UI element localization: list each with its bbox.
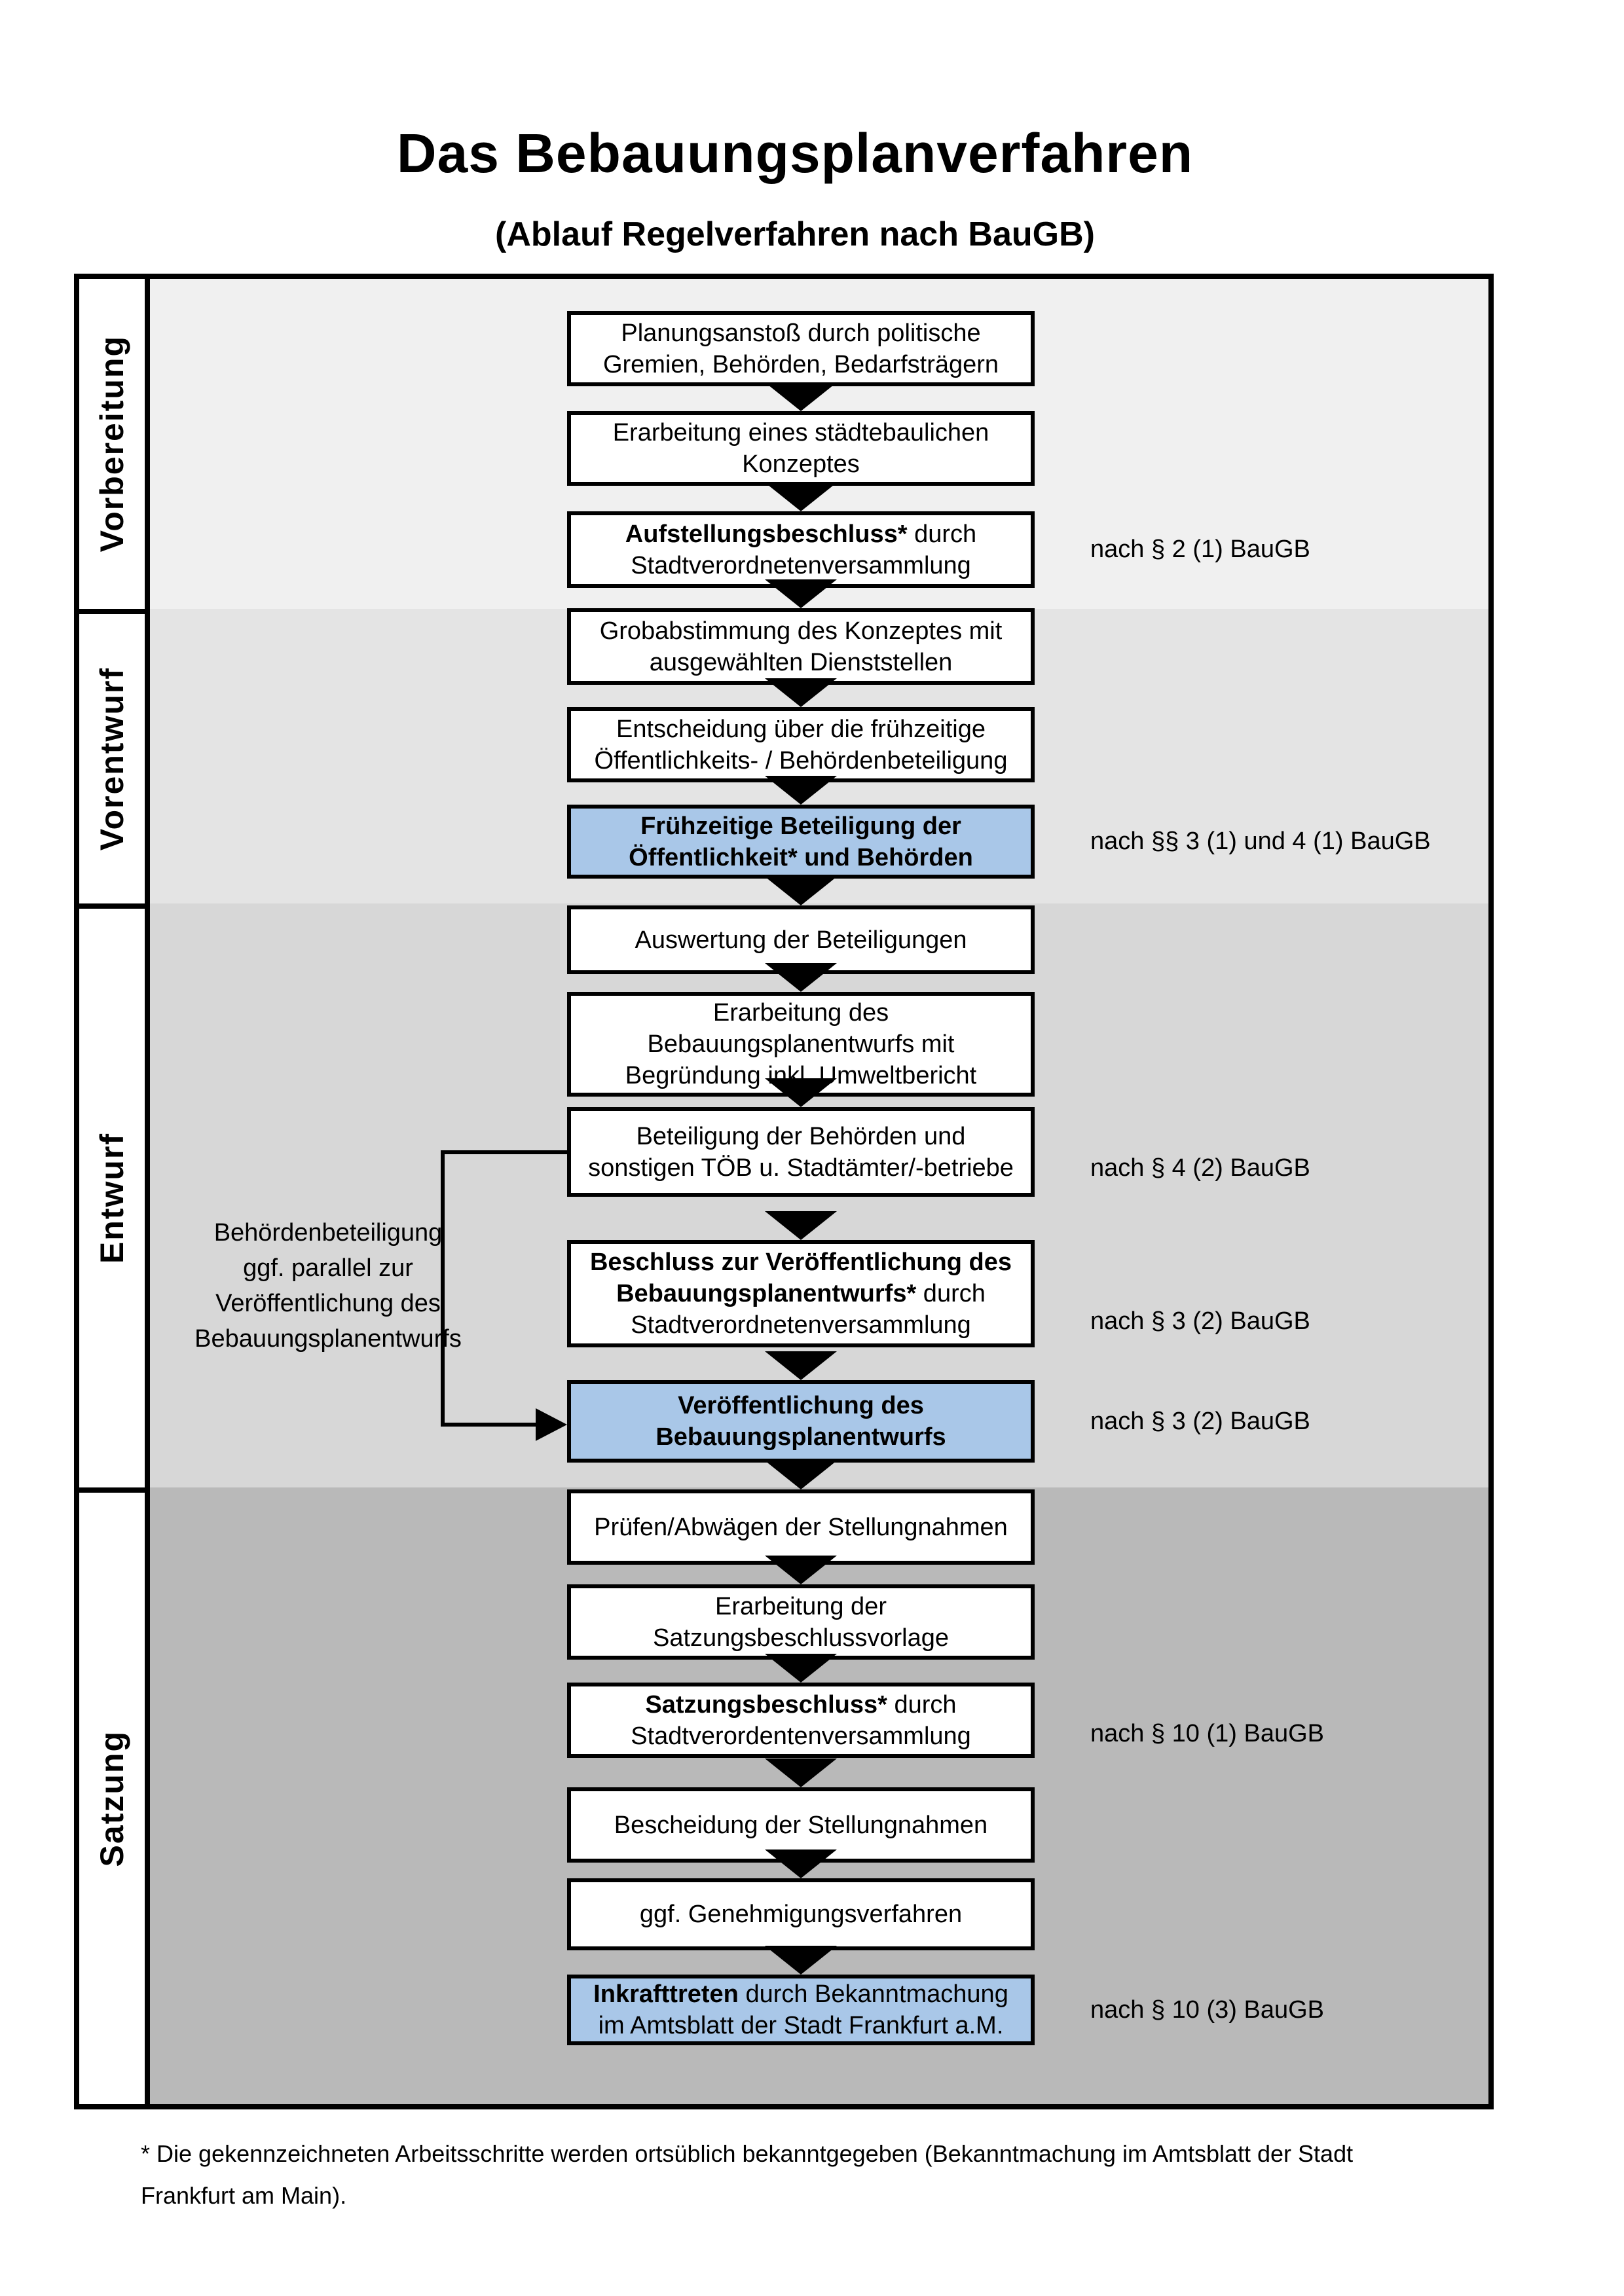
down-arrow-icon — [765, 1211, 837, 1240]
step-box-satzungsvorlage: Erarbeitung der Satzungsbeschlussvorlage — [567, 1584, 1035, 1660]
bracket-connector-top — [441, 1150, 567, 1154]
step-text: Erarbeitung der Satzungsbeschlussvorlage — [652, 1592, 950, 1652]
step-box-pruefen-abwaegen: Prüfen/Abwägen der Stellungnahmen — [567, 1489, 1035, 1565]
step-box-behoerden-beteiligung: Beteiligung der Behörden und sonstigen T… — [567, 1107, 1035, 1197]
phase-separator — [79, 903, 150, 909]
step-text: ggf. Genehmigungsverfahren — [639, 1901, 963, 1928]
step-text: Frühzeitige Beteiligung der Öffentlichke… — [629, 812, 973, 871]
phase-label-satzung: Satzung — [94, 1730, 130, 1867]
down-arrow-icon — [765, 877, 837, 905]
legal-reference: nach § 3 (2) BauGB — [1090, 1307, 1310, 1335]
step-box-fruehzeitige-beteiligung: Frühzeitige Beteiligung der Öffentlichke… — [567, 805, 1035, 879]
sidebar-divider — [145, 279, 150, 2104]
right-arrowhead-icon — [536, 1408, 567, 1441]
down-arrow-icon — [765, 1556, 837, 1584]
phase-label-entwurf: Entwurf — [94, 1132, 130, 1264]
footnote: * Die gekennzeichneten Arbeitsschritte w… — [141, 2140, 1354, 2209]
bracket-connector-vertical — [441, 1150, 445, 1427]
legal-reference: nach § 10 (1) BauGB — [1090, 1720, 1324, 1747]
legal-reference: nach § 3 (2) BauGB — [1090, 1407, 1310, 1435]
step-box-konzept: Erarbeitung eines städtebaulichen Konzep… — [567, 411, 1035, 486]
phase-cell-satzung: Satzung — [79, 1493, 145, 2104]
page-title: Das Bebauungsplanverfahren — [396, 122, 1194, 184]
phase-cell-vorentwurf: Vorentwurf — [79, 614, 145, 903]
legal-reference: nach §§ 3 (1) und 4 (1) BauGB — [1090, 828, 1431, 855]
bracket-connector-bottom — [441, 1423, 538, 1427]
down-arrow-icon — [765, 1654, 837, 1683]
step-text: Auswertung der Beteiligungen — [635, 926, 967, 954]
down-arrow-icon — [765, 1758, 837, 1787]
down-arrow-icon — [765, 382, 837, 411]
step-text: Aufstellungsbeschluss* durch Stadtverord… — [625, 520, 977, 579]
down-arrow-icon — [765, 1850, 837, 1878]
legal-reference: nach § 2 (1) BauGB — [1090, 536, 1310, 563]
phase-cell-entwurf: Entwurf — [79, 909, 145, 1487]
step-box-satzungsbeschluss: Satzungsbeschluss* durch Stadtverordente… — [567, 1683, 1035, 1758]
step-text: Inkrafttreten durch Bekanntmachung im Am… — [593, 1980, 1008, 2039]
step-text: Prüfen/Abwägen der Stellungnahmen — [594, 1513, 1008, 1541]
step-box-aufstellungsbeschluss: Aufstellungsbeschluss* durch Stadtverord… — [567, 511, 1035, 588]
parallel-procedure-note: Behördenbeteiligung ggf. parallel zur Ve… — [194, 1219, 462, 1353]
phase-label-vorbereitung: Vorbereitung — [94, 335, 130, 553]
step-box-genehmigungsverfahren: ggf. Genehmigungsverfahren — [567, 1878, 1035, 1950]
phase-cell-vorbereitung: Vorbereitung — [79, 279, 145, 609]
phase-separator — [79, 609, 150, 614]
step-text: Bescheidung der Stellungnahmen — [614, 1811, 988, 1839]
step-box-entscheidung: Entscheidung über die frühzeitige Öffent… — [567, 707, 1035, 782]
flowchart-diagram: Vorbereitung Vorentwurf Entwurf Satzung … — [74, 274, 1494, 2109]
step-box-beschluss-veroeffentlichung: Beschluss zur Veröffentlichung des Bebau… — [567, 1240, 1035, 1347]
step-box-auswertung: Auswertung der Beteiligungen — [567, 905, 1035, 974]
step-text: Grobabstimmung des Konzeptes mit ausgewä… — [599, 617, 1003, 676]
down-arrow-icon — [765, 963, 837, 992]
down-arrow-icon — [765, 678, 837, 707]
step-text: Satzungsbeschluss* durch Stadtverordente… — [631, 1690, 971, 1750]
down-arrow-icon — [765, 483, 837, 511]
step-box-grobabstimmung: Grobabstimmung des Konzeptes mit ausgewä… — [567, 608, 1035, 685]
down-arrow-icon — [765, 1351, 837, 1380]
step-box-planungsanstoss: Planungsanstoß durch politische Gremien,… — [567, 311, 1035, 386]
down-arrow-icon — [765, 579, 837, 608]
step-text: Erarbeitung des Bebauungsplanentwurfs mi… — [625, 999, 977, 1089]
phase-label-vorentwurf: Vorentwurf — [94, 666, 130, 851]
step-box-veroeffentlichung: Veröffentlichung des Bebauungsplanentwur… — [567, 1380, 1035, 1463]
step-text: Beschluss zur Veröffentlichung des Bebau… — [589, 1248, 1012, 1339]
down-arrow-icon — [765, 1461, 837, 1489]
down-arrow-icon — [765, 776, 837, 805]
down-arrow-icon — [765, 1946, 837, 1975]
page-subtitle: (Ablauf Regelverfahren nach BauGB) — [495, 215, 1095, 253]
step-box-inkrafttreten: Inkrafttreten durch Bekanntmachung im Am… — [567, 1975, 1035, 2045]
down-arrow-icon — [765, 1078, 837, 1107]
step-text: Entscheidung über die frühzeitige Öffent… — [594, 715, 1008, 774]
step-text: Beteiligung der Behörden und sonstigen T… — [588, 1122, 1014, 1182]
step-text: Planungsanstoß durch politische Gremien,… — [602, 319, 999, 378]
step-text: Erarbeitung eines städtebaulichen Konzep… — [612, 419, 989, 478]
legal-reference: nach § 4 (2) BauGB — [1090, 1154, 1310, 1182]
step-text: Veröffentlichung des Bebauungsplanentwur… — [655, 1392, 946, 1451]
phase-separator — [79, 1487, 150, 1493]
legal-reference: nach § 10 (3) BauGB — [1090, 1995, 1324, 2024]
